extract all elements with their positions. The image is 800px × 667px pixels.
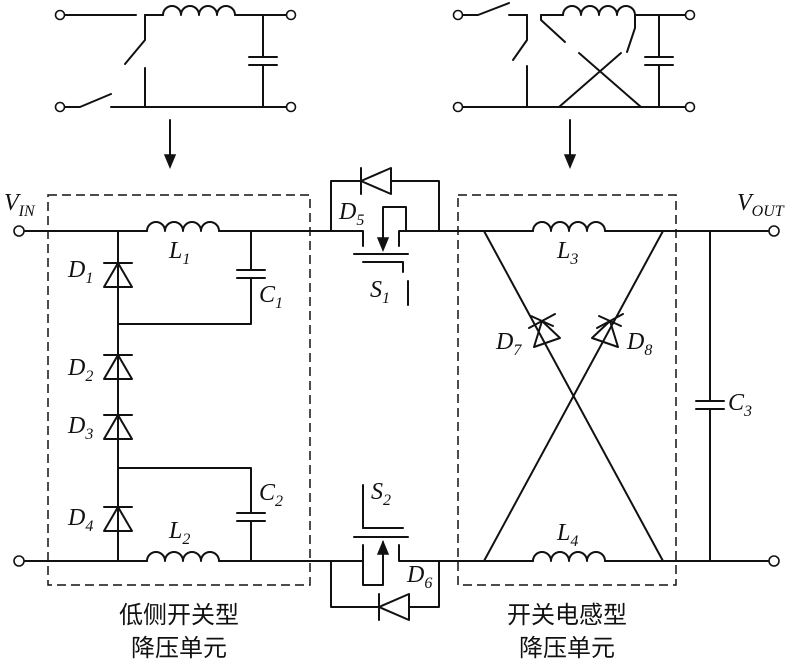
diode-d2 bbox=[103, 354, 133, 380]
d2-label: D2 bbox=[67, 355, 93, 385]
left-unit-box bbox=[47, 194, 311, 586]
d6-label: D6 bbox=[406, 562, 432, 592]
c3-label: C3 bbox=[728, 390, 752, 420]
diode-d7 bbox=[528, 313, 561, 348]
vin-top-terminal bbox=[13, 225, 25, 237]
diode-d3 bbox=[103, 414, 133, 440]
l4-label: L4 bbox=[556, 520, 578, 550]
top-left-schematic bbox=[54, 5, 297, 169]
left-caption-line2: 降压单元 bbox=[131, 634, 227, 662]
d3-label: D3 bbox=[67, 413, 93, 443]
switch-s1 bbox=[330, 167, 440, 306]
d1-label: D1 bbox=[67, 257, 93, 287]
right-caption-line2: 降压单元 bbox=[519, 634, 615, 662]
diode-d1 bbox=[103, 262, 133, 288]
top-right-schematic bbox=[452, 2, 696, 169]
right-unit-box bbox=[457, 194, 677, 586]
d5-label: D5 bbox=[338, 199, 364, 229]
c2-label: C2 bbox=[259, 480, 283, 510]
right-caption-line1: 开关电感型 bbox=[507, 601, 627, 629]
c1-label: C1 bbox=[259, 282, 283, 312]
vin-label: VIN bbox=[4, 190, 36, 220]
diode-d8 bbox=[591, 313, 624, 348]
left-unit-internals bbox=[117, 230, 266, 562]
vout-top-terminal bbox=[768, 225, 780, 237]
d4-label: D4 bbox=[67, 505, 93, 535]
capacitor-c3 bbox=[695, 230, 725, 562]
s1-label: S1 bbox=[370, 277, 390, 307]
s2-label: S2 bbox=[371, 479, 391, 509]
d8-label: D8 bbox=[626, 329, 652, 359]
vin-bottom-terminal bbox=[13, 555, 25, 567]
l3-label: L3 bbox=[556, 238, 578, 268]
diode-d4 bbox=[103, 506, 133, 532]
vout-label: VOUT bbox=[737, 190, 785, 220]
vout-bottom-terminal bbox=[768, 555, 780, 567]
d7-label: D7 bbox=[495, 329, 522, 359]
switch-s2 bbox=[330, 484, 440, 621]
left-caption-line1: 低侧开关型 bbox=[119, 601, 239, 629]
l1-label: L1 bbox=[168, 238, 190, 268]
l2-label: L2 bbox=[168, 518, 190, 548]
right-unit-internals bbox=[483, 230, 664, 562]
